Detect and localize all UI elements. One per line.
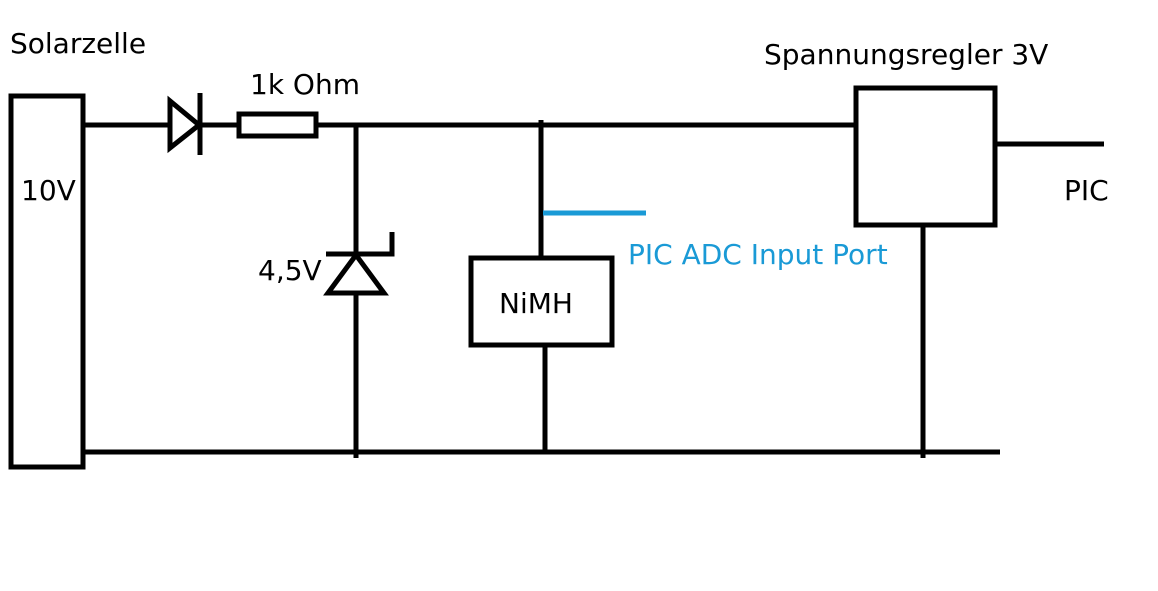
voltage-regulator	[853, 85, 998, 228]
zener-bar	[326, 232, 395, 257]
resistor-label: 1k Ohm	[250, 68, 360, 101]
output-label: PIC	[1064, 174, 1109, 207]
solar-cell-label: Solarzelle	[10, 27, 146, 60]
adc-label: PIC ADC Input Port	[628, 238, 888, 271]
battery-label: NiMH	[499, 287, 573, 320]
diode-symbol	[167, 95, 203, 154]
zener-voltage-label: 4,5V	[258, 254, 322, 287]
battery-nimh	[468, 255, 615, 348]
solar-cell	[8, 93, 86, 470]
resistor-symbol	[236, 111, 319, 139]
solar-voltage-label: 10V	[21, 174, 76, 207]
regulator-label: Spannungsregler 3V	[764, 38, 1048, 71]
zener-symbol	[323, 250, 389, 296]
